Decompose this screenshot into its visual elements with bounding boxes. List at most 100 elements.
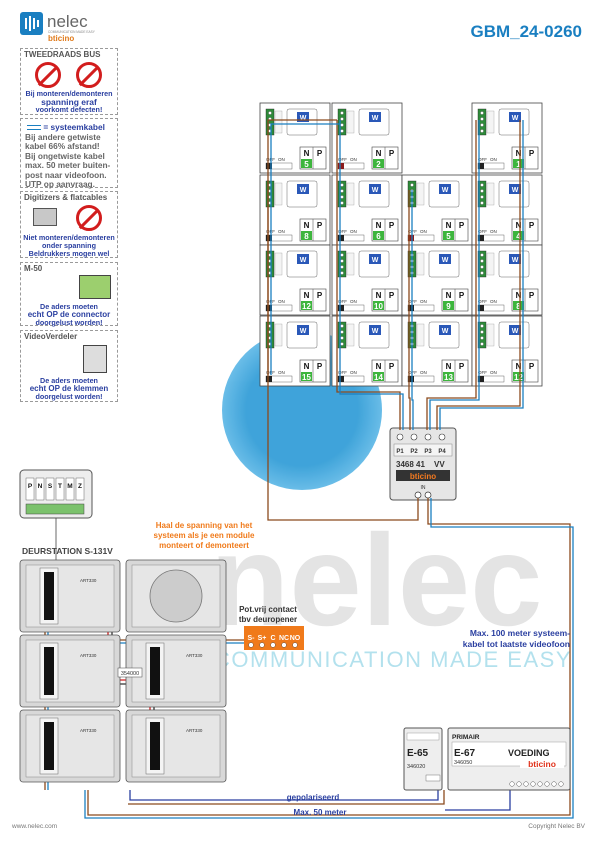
distributor-code: 3468 41 xyxy=(396,460,425,469)
monitor-connector xyxy=(337,321,347,349)
monitor-screen-label: W xyxy=(300,257,307,264)
note-cable-line4: max. 50 meter buiten- xyxy=(25,160,111,170)
note-cable-line5: post naar videofoon. xyxy=(25,169,107,180)
note-digit-line1: Niet monteren/demonteren xyxy=(23,233,115,242)
n-label: N xyxy=(304,149,310,158)
switch-on-label: ON xyxy=(350,157,357,162)
monitor-screen-label: W xyxy=(372,187,379,194)
p-label: P xyxy=(317,291,323,300)
n-label: N xyxy=(304,362,310,371)
switch-off-label: OFF xyxy=(478,157,487,162)
max100-line2: kabel tot laatste videofoon xyxy=(463,639,570,649)
contact-terminal-label: NO xyxy=(290,635,301,642)
monitor-screen-label: W xyxy=(300,328,307,335)
n-label: N xyxy=(376,149,382,158)
note-m50: M-50 De aders moeten echt OP de connecto… xyxy=(20,262,118,327)
monitor-connector xyxy=(477,250,487,278)
n-label: N xyxy=(516,291,522,300)
module-code: ART330 xyxy=(80,578,97,583)
note-cable-line2: kabel 66% afstand! xyxy=(25,141,100,151)
note-vv-title: VideoVerdeler xyxy=(24,332,78,341)
logo-mark xyxy=(20,12,43,35)
n-label: N xyxy=(516,221,522,230)
switch-on-label: ON xyxy=(278,157,285,162)
note-digit-line2: onder spanning xyxy=(42,241,96,250)
psu-e65-code: 346020 xyxy=(407,764,425,770)
n-label: N xyxy=(446,291,452,300)
distributor-port xyxy=(424,433,432,441)
slot-number: 6 xyxy=(376,232,381,241)
logo-tagline: COMMUNICATION MADE EASY xyxy=(48,30,96,34)
monitor-screen-label: W xyxy=(442,257,449,264)
warning-line3: monteert of demonteert xyxy=(159,541,249,550)
slot-number: 14 xyxy=(374,373,383,382)
module-warning: Haal de spanning van het systeem als je … xyxy=(154,521,255,550)
distributor-port xyxy=(410,433,418,441)
note-m50-title: M-50 xyxy=(24,264,43,273)
station-module: ART330 xyxy=(19,634,121,708)
psu-e67-code: 346050 xyxy=(454,760,472,766)
distributor-port xyxy=(396,433,404,441)
monitor-screen-label: W xyxy=(372,257,379,264)
max100-line1: Max. 100 meter systeem- xyxy=(470,628,570,638)
p-label: P xyxy=(529,291,535,300)
monitor-screen-label: W xyxy=(442,187,449,194)
no-plug-icon xyxy=(35,62,61,88)
switch-on-label: ON xyxy=(490,299,497,304)
switch-on-label: ON xyxy=(278,370,285,375)
distributor-port-label: P2 xyxy=(410,449,418,455)
psu-e67-name: E-67 xyxy=(454,748,476,759)
switch-on-label: ON xyxy=(490,229,497,234)
monitor-connector xyxy=(337,108,347,136)
connector-label: S xyxy=(48,483,53,490)
connector-label: T xyxy=(58,483,62,490)
p-label: P xyxy=(389,362,395,371)
switch-on-label: ON xyxy=(420,370,427,375)
module-code: ART330 xyxy=(186,728,203,733)
switch-on-label: ON xyxy=(350,299,357,304)
monitor-connector xyxy=(337,180,347,208)
slot-number: 5 xyxy=(446,232,451,241)
logo-sub: bticino xyxy=(48,34,74,43)
monitor-connector xyxy=(477,321,487,349)
psu-e65-name: E-65 xyxy=(407,748,429,759)
contact-line1: Pot.vrij contact xyxy=(239,605,297,614)
monitor-connector xyxy=(265,250,275,278)
switch-on-label: ON xyxy=(490,370,497,375)
station-title: DEURSTATION S-131V xyxy=(22,546,113,556)
note-cable-line1: Bij andere getwiste xyxy=(25,131,101,142)
monitor-connector xyxy=(477,108,487,136)
logo-text: nelec xyxy=(47,12,88,31)
p-label: P xyxy=(529,221,535,230)
p-label: P xyxy=(459,291,465,300)
note-digit-title: Digitizers & flatcables xyxy=(24,193,108,202)
switch-on-label: ON xyxy=(350,229,357,234)
note-videoverdeler: VideoVerdeler De aders moeten echt OP de… xyxy=(20,330,118,402)
module-354000: 354000 xyxy=(117,667,143,678)
switch-off-label: OFF xyxy=(478,370,487,375)
switch-on-label: ON xyxy=(278,299,285,304)
switch-on-label: ON xyxy=(278,229,285,234)
connector-label: M xyxy=(67,483,72,490)
p-label: P xyxy=(529,362,535,371)
max50-label: Max. 50 meter xyxy=(294,808,347,817)
slot-number: 13 xyxy=(444,373,453,382)
p-label: P xyxy=(459,221,465,230)
monitor-screen-label: W xyxy=(372,328,379,335)
connector-label: P xyxy=(28,483,33,490)
module-code: ART330 xyxy=(80,653,97,658)
module-code: ART330 xyxy=(186,653,203,658)
switch-on-label: ON xyxy=(420,229,427,234)
slot-number: 9 xyxy=(446,302,451,311)
watermark-tagline: COMMUNICATION MADE EASY xyxy=(214,647,572,672)
max100-note: Max. 100 meter systeem- kabel tot laatst… xyxy=(463,628,570,649)
monitor-connector xyxy=(477,180,487,208)
note-vv-line2: echt OP de klemmen xyxy=(29,384,109,393)
